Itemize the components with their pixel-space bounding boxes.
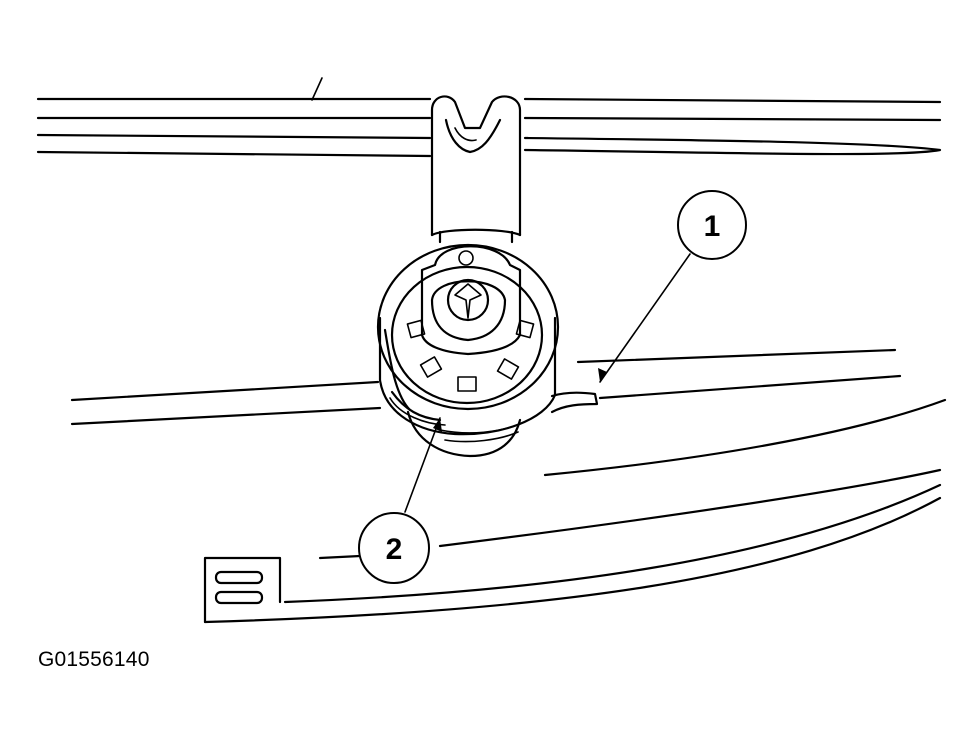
lower-housing-edge — [203, 398, 947, 624]
figure-id: G01556140 — [38, 648, 150, 671]
upper-housing-edge — [36, 77, 942, 158]
bulb-socket — [376, 243, 599, 458]
callout-2: 2 — [358, 512, 430, 584]
callout-1: 1 — [677, 190, 747, 260]
callout-2-label: 2 — [386, 533, 403, 566]
leader-lines — [404, 253, 691, 513]
callout-1-label: 1 — [704, 210, 721, 243]
connector-clip — [430, 95, 522, 244]
lens-contour-lines — [70, 348, 902, 426]
